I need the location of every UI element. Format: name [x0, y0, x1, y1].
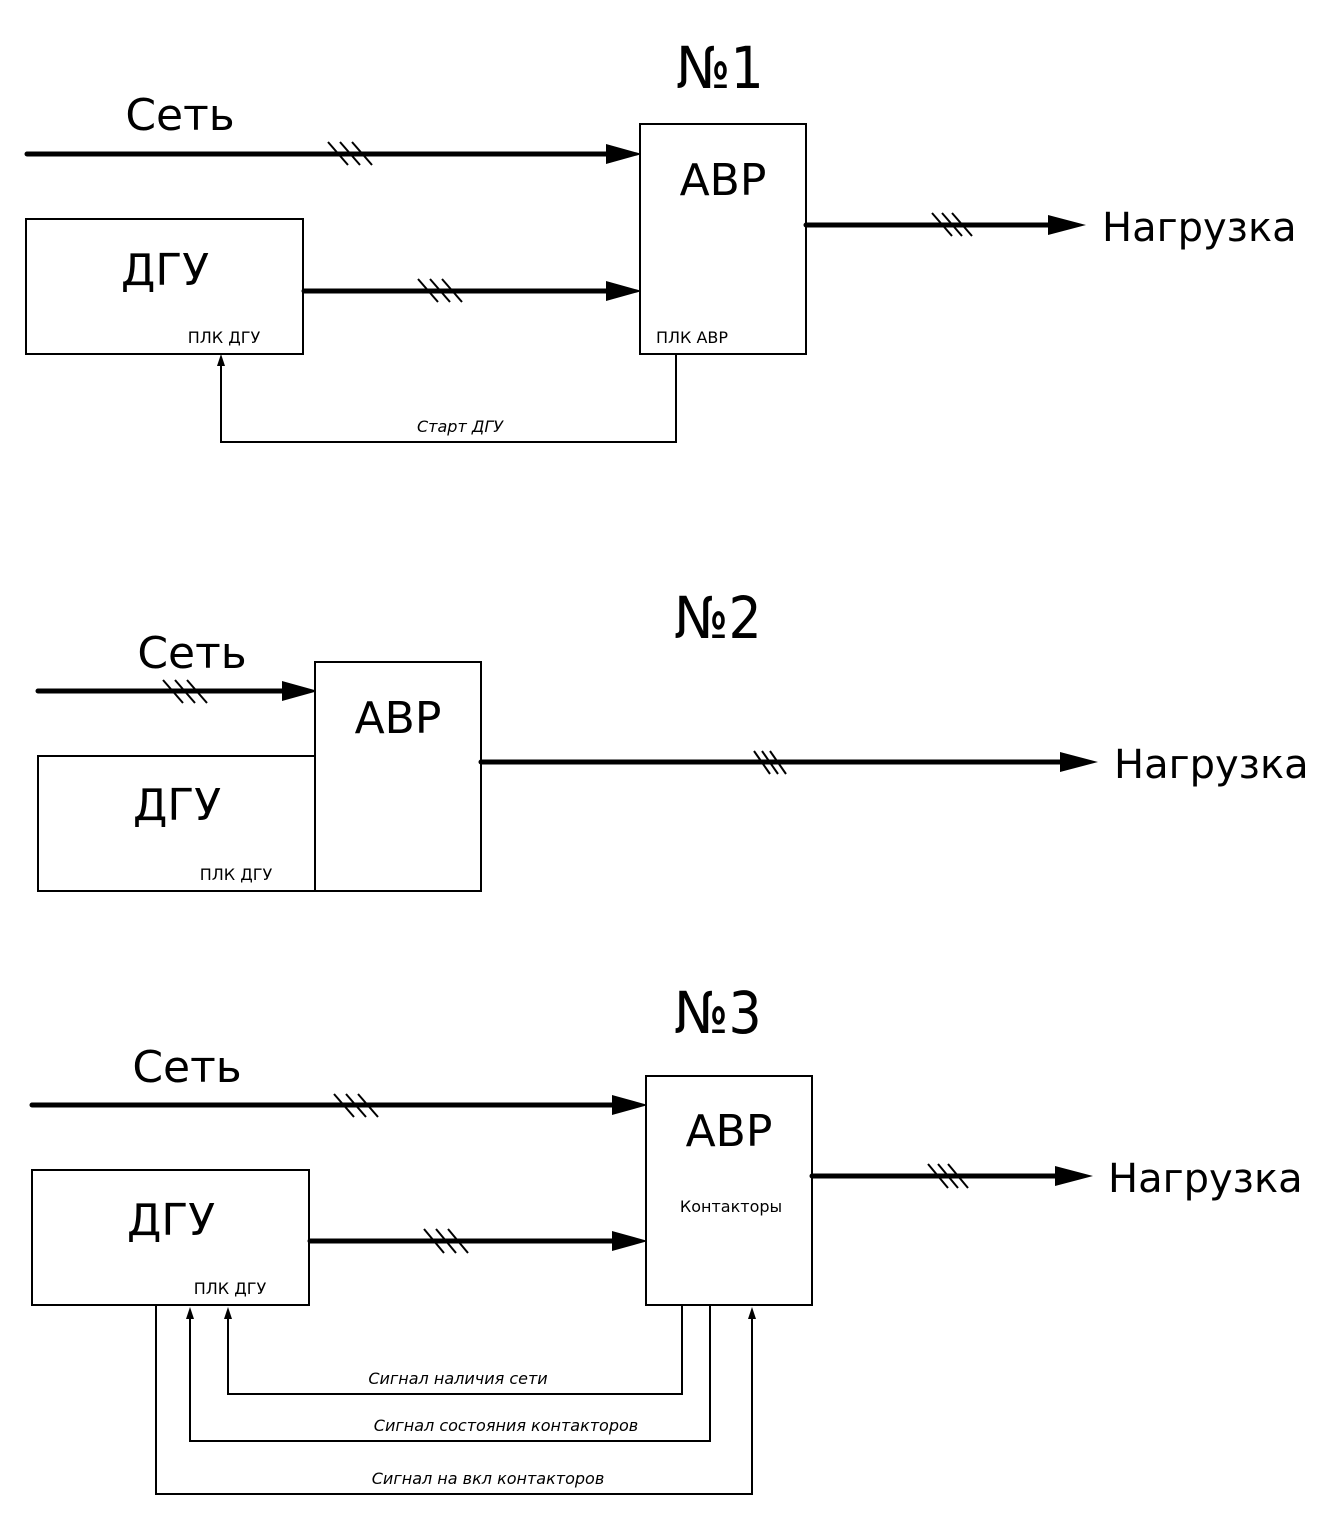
three-phase-mark: [423, 1228, 469, 1254]
scheme-2-generator-label: ДГУ: [133, 780, 221, 831]
scheme-3-generator-plc-label: ПЛК ДГУ: [194, 1279, 267, 1298]
scheme-3: №3 Сеть ДГУ ПЛК ДГУ АВР Контакторы Наг: [29, 979, 1303, 1495]
scheme-3-title: №3: [674, 979, 761, 1047]
scheme-1-load-arrow-icon: [1048, 215, 1086, 235]
three-phase-mark: [753, 750, 787, 775]
scheme-1-generator-label: ДГУ: [121, 245, 209, 296]
scheme-1-ats-plc-label: ПЛК АВР: [656, 328, 728, 347]
scheme-3-ats-label: АВР: [686, 1106, 773, 1157]
scheme-1-ats-label: АВР: [680, 155, 767, 206]
scheme-1-ats-box: [639, 123, 807, 355]
scheme-1-title: №1: [676, 34, 763, 102]
three-phase-mark: [417, 278, 463, 303]
scheme-1-generator-box: [25, 218, 304, 355]
scheme-2-generator-box: [37, 755, 316, 892]
scheme-3-signal-close-label: Сигнал на вкл контакторов: [372, 1469, 605, 1488]
scheme-2-title: №2: [674, 584, 761, 652]
three-phase-mark: [333, 1093, 379, 1118]
three-phase-mark: [931, 212, 973, 237]
scheme-2-load-label: Нагрузка: [1114, 742, 1309, 788]
scheme-2-grid-label: Сеть: [137, 628, 246, 679]
three-phase-mark: [927, 1163, 969, 1189]
scheme-3-signal-close-arrow-icon: [748, 1307, 756, 1319]
scheme-1-generator-plc-label: ПЛК ДГУ: [188, 328, 261, 347]
scheme-3-signal-close-line: [155, 1305, 753, 1495]
scheme-3-signal-mains-line: [227, 1305, 683, 1395]
scheme-3-load-arrow-icon: [1055, 1166, 1093, 1186]
scheme-2-ats-box: [314, 661, 482, 892]
scheme-3-ats-box: [645, 1075, 813, 1306]
scheme-1-signal-label: Старт ДГУ: [417, 417, 504, 436]
scheme-1-grid-arrow-icon: [606, 144, 642, 164]
scheme-2: №2 Сеть ДГУ ПЛК ДГУ АВР Нагрузка: [35, 584, 1309, 892]
scheme-1-signal-start-line: [220, 354, 677, 443]
scheme-3-generator-label: ДГУ: [127, 1195, 215, 1246]
three-phase-mark: [327, 141, 373, 166]
scheme-3-ats-contactors-label: Контакторы: [680, 1197, 782, 1216]
scheme-3-signal-mains-label: Сигнал наличия сети: [368, 1369, 547, 1388]
scheme-2-generator-plc-label: ПЛК ДГУ: [200, 865, 273, 884]
scheme-2-ats-label: АВР: [355, 693, 442, 744]
scheme-1-signal-arrow-icon: [217, 354, 225, 366]
scheme-2-grid-arrow-icon: [282, 681, 318, 701]
scheme-3-grid-arrow-icon: [612, 1095, 648, 1115]
scheme-3-grid-label: Сеть: [132, 1042, 241, 1093]
three-phase-mark: [162, 679, 208, 704]
scheme-3-generator-arrow-icon: [612, 1231, 648, 1251]
scheme-1: №1 Сеть ДГУ ПЛК ДГУ АВР ПЛК АВР Нагруз: [24, 34, 1297, 443]
scheme-3-load-label: Нагрузка: [1108, 1156, 1303, 1202]
scheme-3-signal-state-label: Сигнал состояния контакторов: [374, 1416, 638, 1435]
scheme-3-signal-state-line: [189, 1305, 711, 1442]
scheme-2-load-arrow-icon: [1060, 752, 1098, 772]
scheme-3-signal-mains-arrow-icon: [224, 1307, 232, 1319]
scheme-1-grid-label: Сеть: [125, 90, 234, 141]
scheme-1-load-label: Нагрузка: [1102, 205, 1297, 251]
scheme-1-generator-arrow-icon: [606, 281, 642, 301]
scheme-3-generator-box: [31, 1169, 310, 1306]
scheme-3-signal-state-arrow-icon: [186, 1307, 194, 1319]
